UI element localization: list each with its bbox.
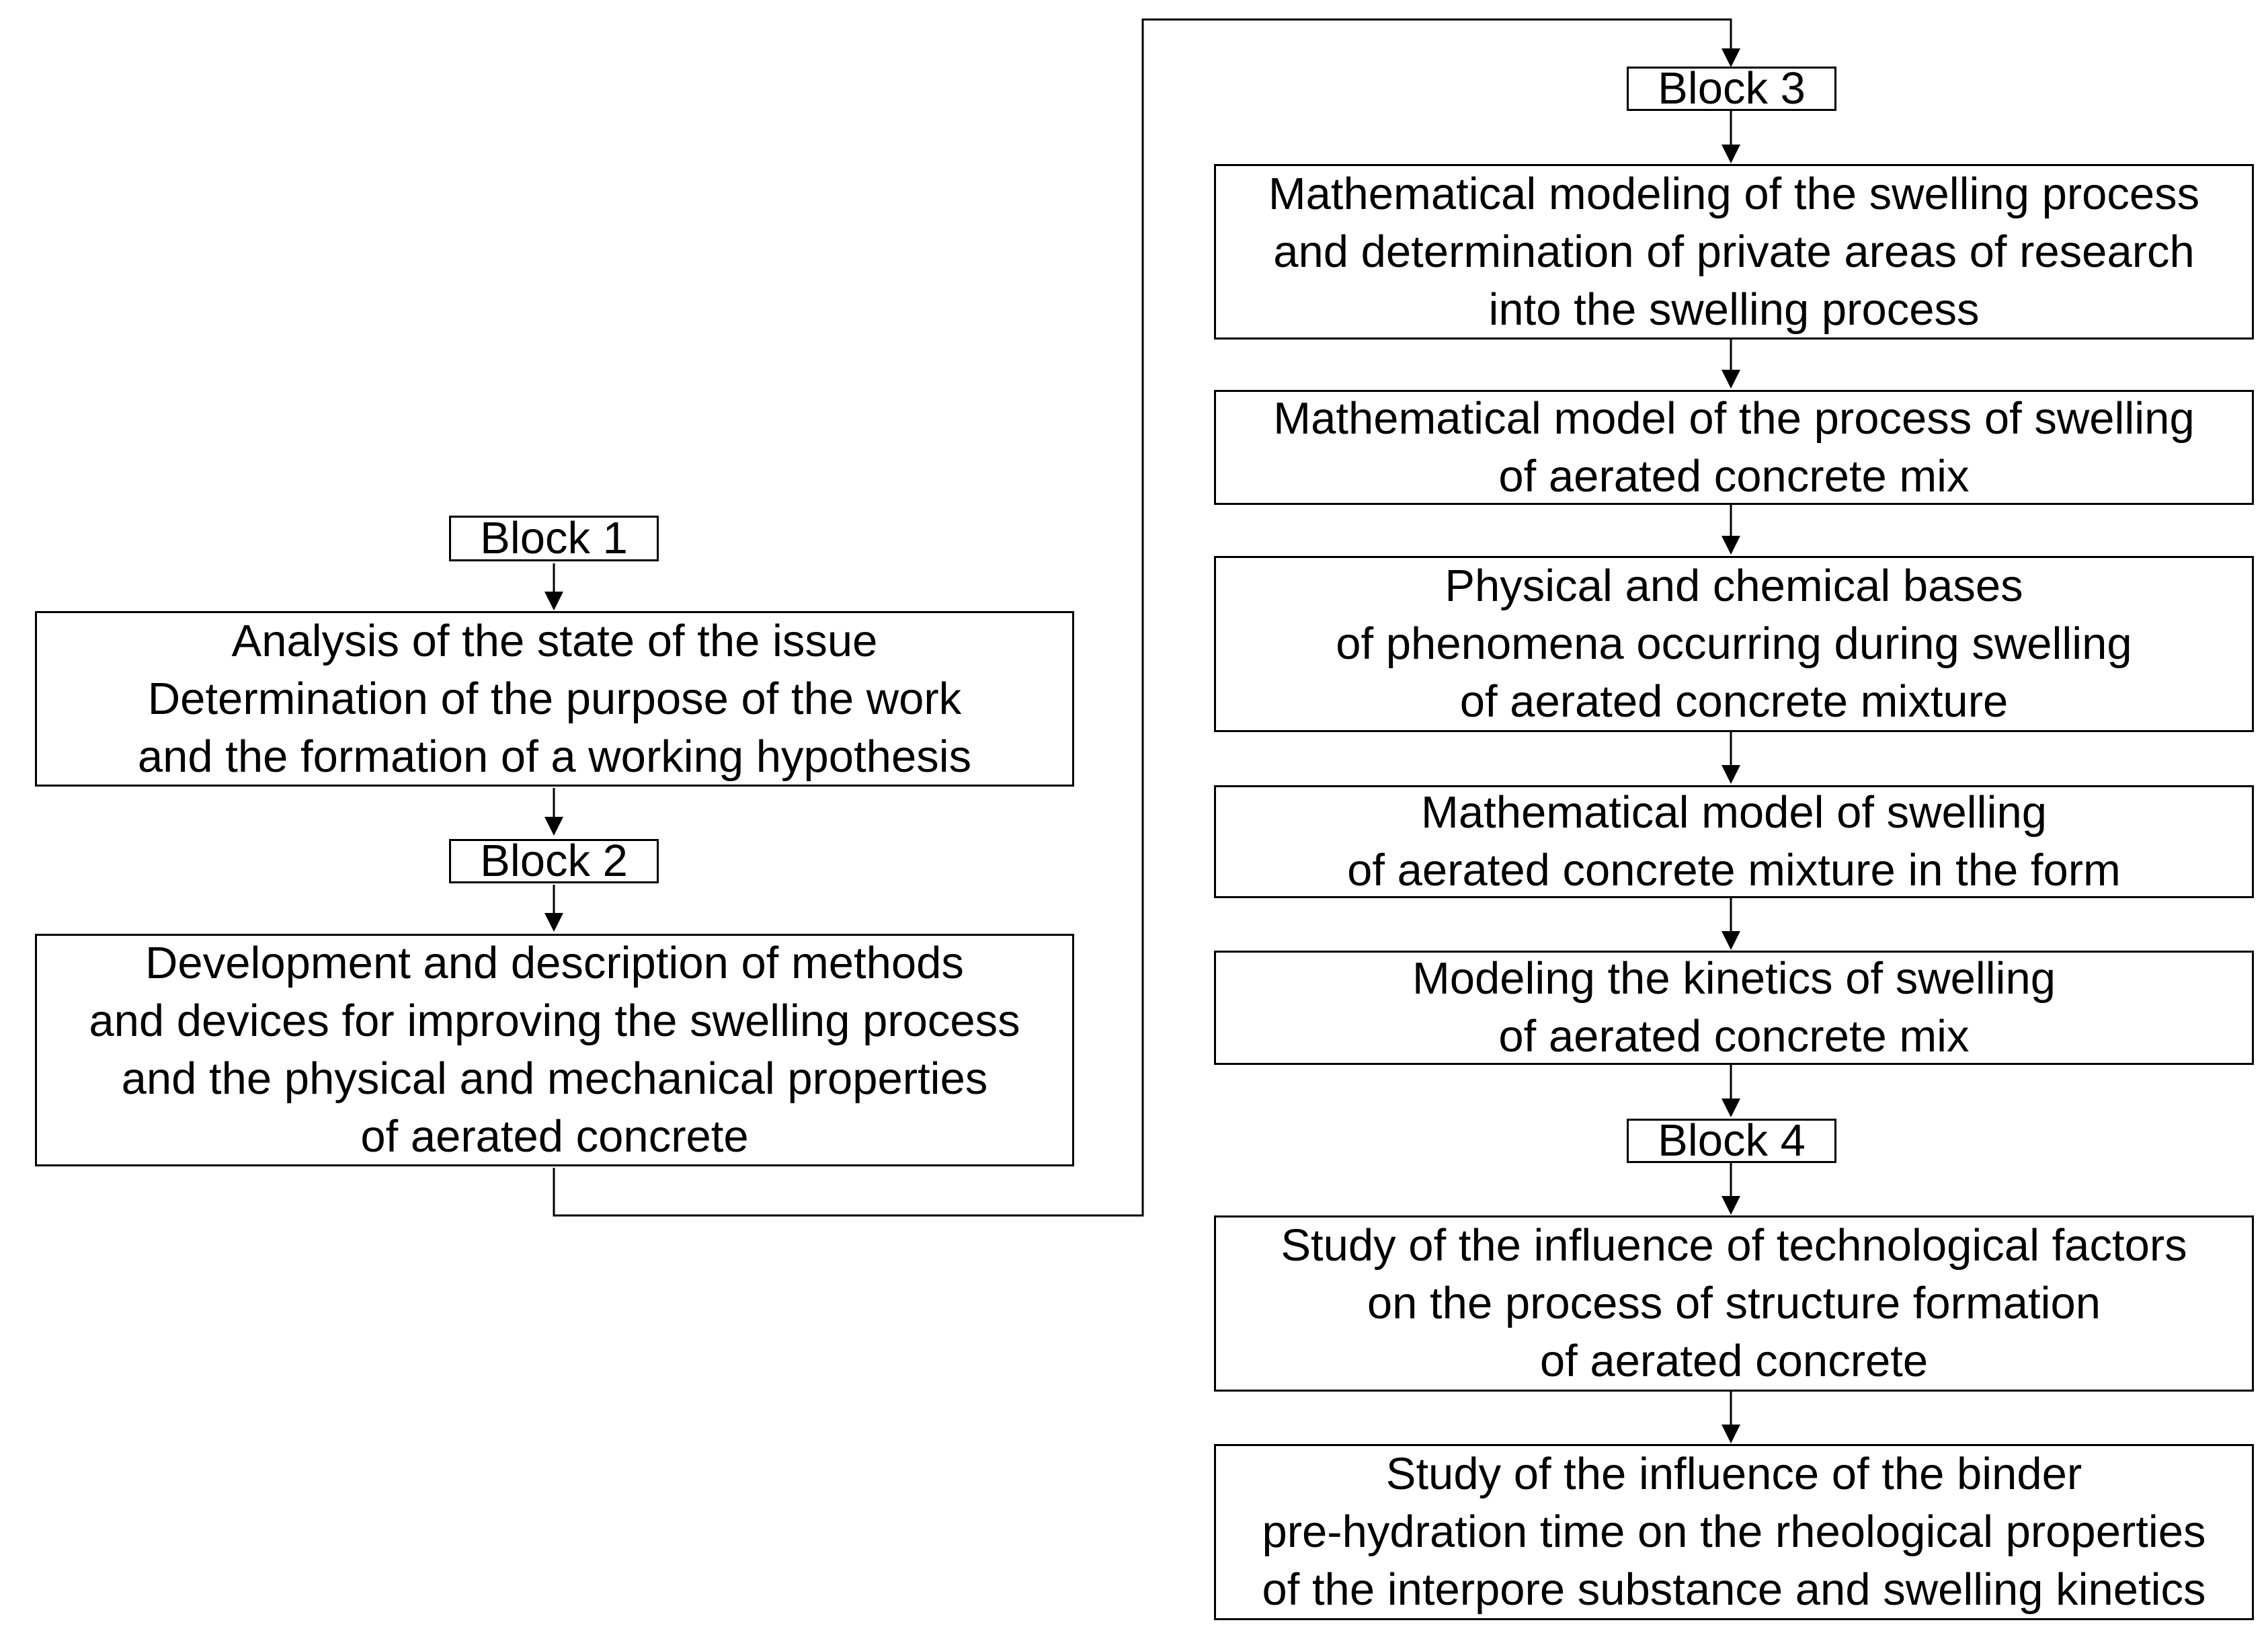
block-2-text: Block 2 [480, 836, 628, 886]
step-analysis-box: Analysis of the state of the issue Deter… [35, 611, 1074, 787]
step-binder-prehydration-text: Study of the influence of the binder pre… [1262, 1449, 2206, 1615]
block-3-text: Block 3 [1658, 63, 1806, 114]
step-math-modeling-box: Mathematical modeling of the swelling pr… [1214, 164, 2254, 339]
step-analysis-text: Analysis of the state of the issue Deter… [137, 615, 972, 782]
step-math-model-form-box: Mathematical model of swelling of aerate… [1214, 785, 2254, 898]
arrowhead-math-modeling-to-process [1722, 370, 1740, 389]
arrowhead-process-to-physical [1722, 536, 1740, 555]
arrowhead-block1-to-analysis [544, 592, 563, 610]
block-4-label: Block 4 [1627, 1115, 1836, 1166]
arrowhead-technological-to-binder [1722, 1425, 1740, 1443]
step-kinetics-box: Modeling the kinetics of swelling of aer… [1214, 951, 2254, 1065]
step-physical-chemical-box: Physical and chemical bases of phenomena… [1214, 556, 2254, 732]
block-1-label: Block 1 [449, 516, 659, 561]
arrowhead-analysis-to-block2 [544, 817, 563, 836]
step-binder-prehydration-box: Study of the influence of the binder pre… [1214, 1444, 2254, 1620]
connector-development-to-block3 [553, 18, 1732, 1217]
step-math-modeling-text: Mathematical modeling of the swelling pr… [1268, 168, 2200, 335]
block-3-label: Block 3 [1627, 63, 1836, 114]
step-development-text: Development and description of methods a… [89, 938, 1020, 1162]
step-technological-factors-box: Study of the influence of technological … [1214, 1215, 2254, 1392]
step-math-model-process-text: Mathematical model of the process of swe… [1273, 393, 2195, 502]
block-1-text: Block 1 [480, 513, 628, 563]
arrowhead-form-to-kinetics [1722, 931, 1740, 950]
arrowhead-physical-to-form [1722, 765, 1740, 784]
arrowhead-block3-to-math-modeling [1722, 145, 1740, 163]
arrowhead-to-block3 [1722, 48, 1740, 67]
arrowhead-kinetics-to-block4 [1722, 1098, 1740, 1117]
step-development-box: Development and description of methods a… [35, 934, 1074, 1166]
block-2-label: Block 2 [449, 836, 659, 886]
step-kinetics-text: Modeling the kinetics of swelling of aer… [1412, 953, 2056, 1062]
arrowhead-block2-to-development [544, 913, 563, 932]
step-physical-chemical-text: Physical and chemical bases of phenomena… [1336, 561, 2132, 727]
arrowhead-block4-to-technological [1722, 1196, 1740, 1215]
block-4-text: Block 4 [1658, 1115, 1806, 1166]
step-math-model-form-text: Mathematical model of swelling of aerate… [1347, 787, 2121, 895]
step-technological-factors-text: Study of the influence of technological … [1281, 1220, 2187, 1386]
step-math-model-process-box: Mathematical model of the process of swe… [1214, 390, 2254, 505]
